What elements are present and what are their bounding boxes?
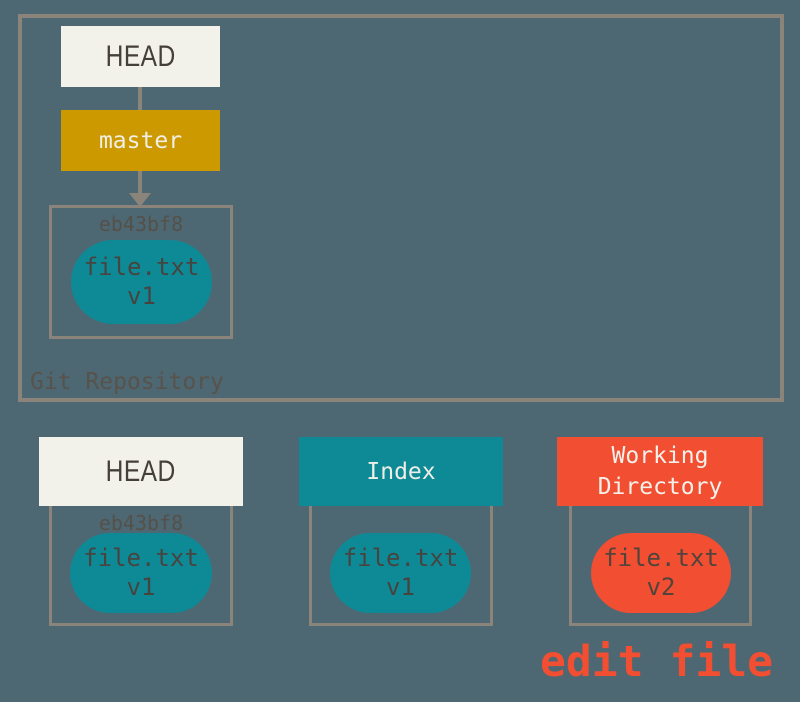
head-area-label: HEAD bbox=[105, 454, 176, 488]
working-directory-header: Working Directory bbox=[557, 437, 763, 506]
arrow-down-icon bbox=[129, 193, 151, 207]
master-branch-box: master bbox=[61, 110, 220, 171]
file-version: v1 bbox=[386, 573, 415, 601]
head-area-file-pill: file.txt v1 bbox=[70, 533, 212, 613]
commit-file-pill: file.txt v1 bbox=[71, 240, 212, 324]
working-directory-file-pill: file.txt v2 bbox=[591, 533, 731, 613]
master-to-commit-connector bbox=[138, 171, 142, 195]
git-repository-box bbox=[18, 14, 784, 402]
index-area-header: Index bbox=[299, 437, 503, 506]
commit-box bbox=[49, 205, 233, 339]
file-version: v2 bbox=[646, 573, 676, 601]
file-name: file.txt bbox=[83, 544, 199, 572]
head-ref-label: HEAD bbox=[105, 39, 176, 73]
head-area-commit-id: eb43bf8 bbox=[98, 511, 184, 535]
index-area-file-pill: file.txt v1 bbox=[330, 533, 471, 613]
head-ref-box: HEAD bbox=[61, 26, 220, 87]
head-area-header: HEAD bbox=[39, 437, 243, 506]
working-directory-label: Working Directory bbox=[597, 442, 723, 500]
file-version: v1 bbox=[127, 282, 156, 310]
file-name: file.txt bbox=[83, 253, 200, 281]
git-repository-label: Git Repository bbox=[30, 369, 224, 395]
head-to-master-connector bbox=[138, 87, 142, 110]
index-area-label: Index bbox=[366, 458, 436, 485]
file-name: file.txt bbox=[603, 544, 719, 572]
master-branch-label: master bbox=[98, 127, 183, 154]
file-version: v1 bbox=[126, 573, 156, 601]
edit-file-annotation: edit file bbox=[540, 637, 773, 687]
file-name: file.txt bbox=[342, 544, 459, 572]
commit-id-label: eb43bf8 bbox=[98, 212, 184, 236]
